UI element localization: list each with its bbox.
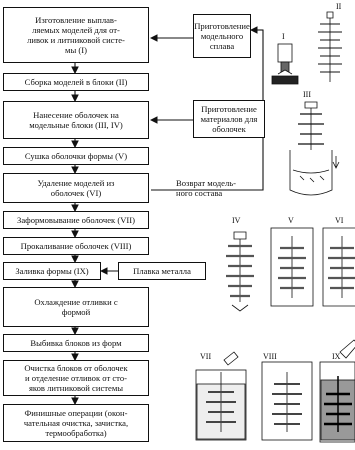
illustration-i-icon	[271, 43, 299, 85]
label-ii: II	[336, 2, 342, 11]
label-iii: III	[303, 90, 311, 99]
step-9-cool: Охлаждение отливки с формой	[3, 287, 149, 327]
prep-model-alloy-box: Приготовление модельного сплава	[193, 14, 251, 58]
step-8-pour: Заливка формы (IX)	[3, 262, 101, 280]
illustration-v-icon	[270, 227, 314, 307]
process-illustrations	[195, 11, 355, 443]
label-i: I	[282, 32, 285, 41]
illustration-iv-icon	[226, 231, 254, 312]
illustration-iii-icon	[289, 101, 340, 196]
step-5-remove-models: Удаление моделей из оболочек (VI)	[3, 173, 149, 203]
step-6-mold-shells: Заформовывание оболочек (VII)	[3, 211, 149, 229]
step-10-knockout: Выбивка блоков из форм	[3, 334, 149, 352]
step-2-assemble: Сборка моделей в блоки (II)	[3, 73, 149, 91]
step-1-make-models: Изготовление выплав- ляемых моделей для …	[3, 7, 149, 63]
step-3-apply-shells: Нанесение оболочек на модельные блоки (I…	[3, 101, 149, 139]
illustration-vii-icon	[195, 351, 247, 441]
illustration-viii-icon	[261, 361, 313, 441]
label-vi: VI	[335, 216, 344, 225]
label-vii: VII	[200, 352, 212, 361]
label-ix: IX	[332, 352, 341, 361]
step-12-finishing: Финишные операции (окон- чательная очист…	[3, 404, 149, 442]
step-11-clean-blocks: Очистка блоков от оболочек и отделение о…	[3, 360, 149, 396]
label-iv: IV	[232, 216, 241, 225]
metal-melting-box: Плавка металла	[118, 262, 206, 280]
step-7-calcine: Прокаливание оболочек (VIII)	[3, 237, 149, 255]
step-4-dry-shell: Сушка оболочки формы (V)	[3, 147, 149, 165]
return-model-compound-label: Возврат модель- ного состава	[176, 178, 237, 198]
illustration-ix-icon	[319, 339, 355, 443]
illustration-ii-icon	[318, 11, 342, 82]
illustration-vi-icon	[322, 227, 355, 307]
prep-shell-materials-box: Приготовление материалов для оболочек	[193, 100, 265, 138]
label-v: V	[288, 216, 294, 225]
label-viii: VIII	[263, 352, 277, 361]
